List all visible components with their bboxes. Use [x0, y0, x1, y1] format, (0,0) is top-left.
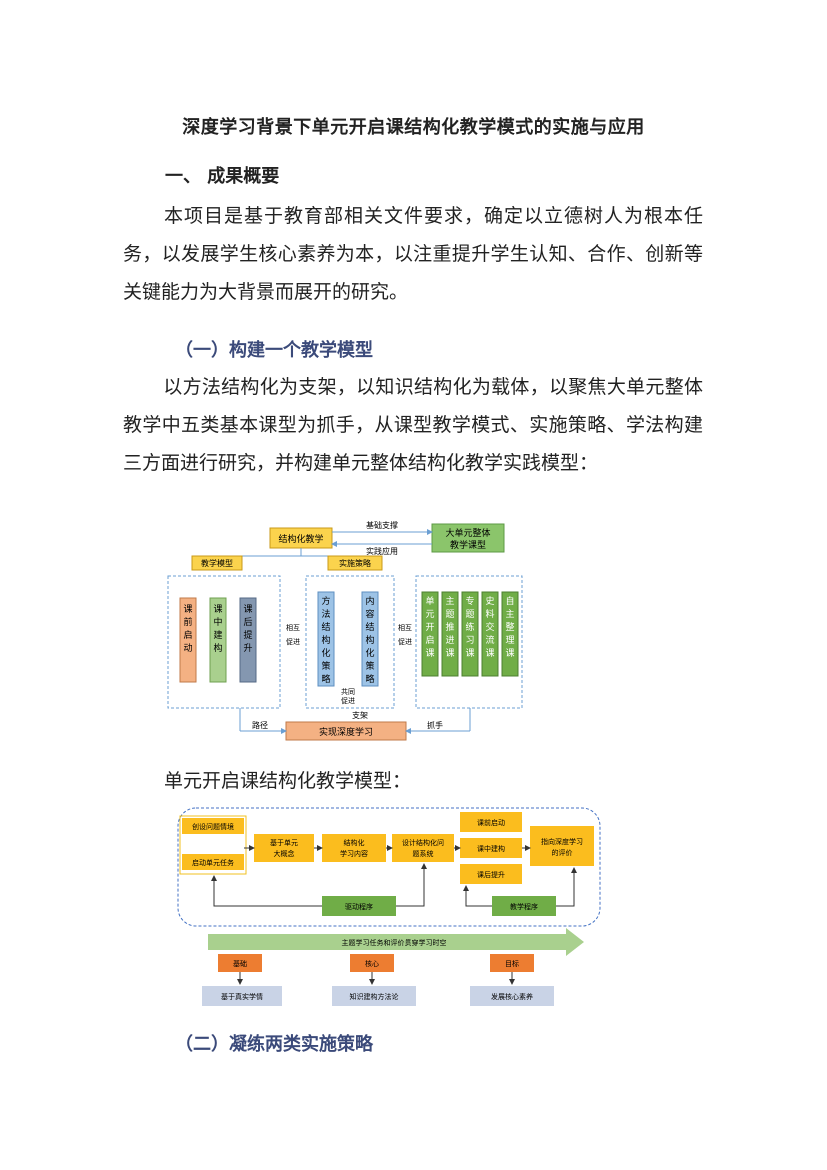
box-drive-program-label: 驱动程序 — [345, 902, 373, 911]
box-question-system-l2: 题系统 — [413, 849, 434, 858]
mutual-right-2: 促进 — [398, 637, 412, 646]
box-lesson-type — [441, 591, 459, 677]
subheading-strategies: （二）凝练两类实施策略 — [175, 1034, 373, 1055]
common-label-1: 共同 — [341, 687, 355, 696]
box-real-learning — [202, 986, 282, 1006]
box-evaluation-l1: 指向深度学习 — [541, 837, 583, 846]
box-foundation — [218, 954, 262, 972]
box-method-strategy-label: 方法结构化策略 — [321, 595, 330, 685]
box-after-class — [239, 597, 257, 683]
grasp-label: 抓手 — [427, 720, 443, 730]
label-teaching-model-text: 教学模型 — [201, 558, 233, 568]
paragraph-model-text: 以方法结构化为支架，以知识结构化为载体，以聚焦大单元整体教学中五类基本课型为抓手… — [123, 376, 703, 474]
box-lesson-type-label: 史料交流课 — [485, 595, 494, 659]
box-lesson-type — [481, 591, 499, 677]
box-before-label: 课前启动 — [477, 818, 505, 827]
box-big-concept — [254, 834, 314, 862]
box-method-label: 知识建构方法论 — [350, 992, 399, 1001]
box-content-strategy-label: 内容结构化策略 — [365, 595, 374, 685]
paragraph-intro-text: 本项目是基于教育部相关文件要求，确定以立德树人为根本任务，以发展学生核心素养为本… — [123, 205, 703, 303]
big-arrow — [208, 928, 584, 956]
label-strategy — [327, 555, 383, 571]
box-lesson-type-label: 主题推进课 — [445, 595, 454, 659]
box-structured-content-l1: 结构化 — [344, 838, 365, 847]
structured-teaching-model-diagram: 结构化教学 大单元整体 教学课型 基础支撑 实践应用 教学模型 实施策略 课前启… — [167, 520, 523, 741]
box-after-label: 课后提升 — [477, 870, 505, 879]
mutual-right-1: 相互 — [398, 623, 412, 632]
box-lesson-type-label: 单元开启课 — [425, 595, 434, 659]
mutual-left-2: 促进 — [286, 637, 300, 646]
box-deep-learning-label: 实现深度学习 — [319, 726, 373, 738]
box-teach-program-label: 教学程序 — [510, 902, 538, 911]
box-lesson-type-label: 自主整理课 — [505, 595, 514, 659]
box-method-strategy — [317, 591, 335, 687]
box-lesson-type — [501, 591, 519, 677]
box-core-label: 核心 — [365, 959, 379, 968]
box-evaluation — [530, 826, 594, 866]
label-teaching-model — [191, 555, 243, 571]
box-big-concept-l1: 基于单元 — [270, 838, 298, 847]
box-lesson-type-label: 专题练习课 — [465, 595, 474, 659]
box-unit-lesson-types — [431, 523, 505, 553]
box-big-concept-l2: 大概念 — [274, 849, 295, 858]
box-structured-content — [322, 834, 386, 862]
box-lesson-type — [461, 591, 479, 677]
box-before-class-label: 课前启动 — [183, 604, 192, 654]
box-during — [460, 838, 522, 858]
box-real-learning-label: 基于真实学情 — [221, 992, 263, 1001]
box-unit-lesson-types-line2: 教学课型 — [450, 539, 486, 551]
box-question-system-l1: 设计结构化问 — [402, 838, 444, 847]
support-label: 支架 — [352, 710, 368, 720]
box-core — [350, 954, 394, 972]
box-goal-label: 目标 — [505, 959, 519, 968]
box-during-label: 课中建构 — [477, 844, 505, 853]
box-start-task — [182, 854, 244, 870]
box-question-system — [392, 834, 454, 862]
box-structured-teaching-label: 结构化教学 — [278, 533, 323, 545]
arrow-label-practice: 实践应用 — [366, 546, 398, 556]
box-structured-content-l2: 学习内容 — [340, 849, 368, 858]
box-after — [460, 864, 522, 884]
caption-unit-model: 单元开启课结构化教学模型： — [164, 770, 412, 792]
box-goal — [490, 954, 534, 972]
right-lesson-boxes: 单元开启课 主题推进课 专题练习课 史料交流课 自主整理课 — [421, 591, 519, 677]
box-create-problem-label: 创设问题情境 — [192, 822, 234, 831]
box-method — [332, 986, 416, 1006]
box-in-class-label: 课中建构 — [213, 604, 222, 654]
arrow-label-support: 基础支撑 — [366, 520, 398, 530]
box-teach-program — [492, 896, 556, 916]
box-unit-lesson-types-line1: 大单元整体 — [445, 527, 490, 539]
box-literacy — [470, 986, 554, 1006]
paragraph-intro: 本项目是基于教育部相关文件要求，确定以立德树人为根本任务，以发展学生核心素养为本… — [123, 197, 703, 311]
document-title: 深度学习背景下单元开启课结构化教学模式的实施与应用 — [182, 117, 645, 138]
box-content-strategy — [361, 591, 379, 687]
box-evaluation-l2: 的评价 — [552, 848, 573, 857]
section-heading-summary: 一、 成果概要 — [165, 166, 280, 187]
box-start-task-label: 启动单元任务 — [192, 858, 234, 867]
box-foundation-label: 基础 — [233, 959, 247, 968]
box-in-class — [209, 597, 227, 683]
box-before-class — [179, 597, 197, 683]
subheading-model: （一）构建一个教学模型 — [175, 340, 373, 361]
big-arrow-label: 主题学习任务和评价贯穿学习时空 — [342, 938, 447, 947]
unit-opening-lesson-model-diagram: 创设问题情境 启动单元任务 基于单元 大概念 结构化 学习内容 设计结构化问 题… — [177, 807, 601, 1006]
box-after-class-label: 课后提升 — [243, 604, 252, 654]
box-lesson-type — [421, 591, 439, 677]
box-before — [460, 812, 522, 832]
box-create-problem — [182, 818, 244, 834]
paragraph-model: 以方法结构化为支架，以知识结构化为载体，以聚焦大单元整体教学中五类基本课型为抓手… — [123, 368, 703, 482]
mutual-left-1: 相互 — [286, 623, 300, 632]
box-drive-program — [322, 896, 396, 916]
common-label-2: 促进 — [341, 696, 355, 705]
group-lesson-types — [415, 575, 523, 709]
label-strategy-text: 实施策略 — [339, 558, 371, 568]
group-teaching-model — [167, 575, 281, 709]
box-literacy-label: 发展核心素养 — [491, 992, 533, 1001]
dashed-container — [177, 807, 601, 927]
path-label: 路径 — [252, 720, 268, 730]
